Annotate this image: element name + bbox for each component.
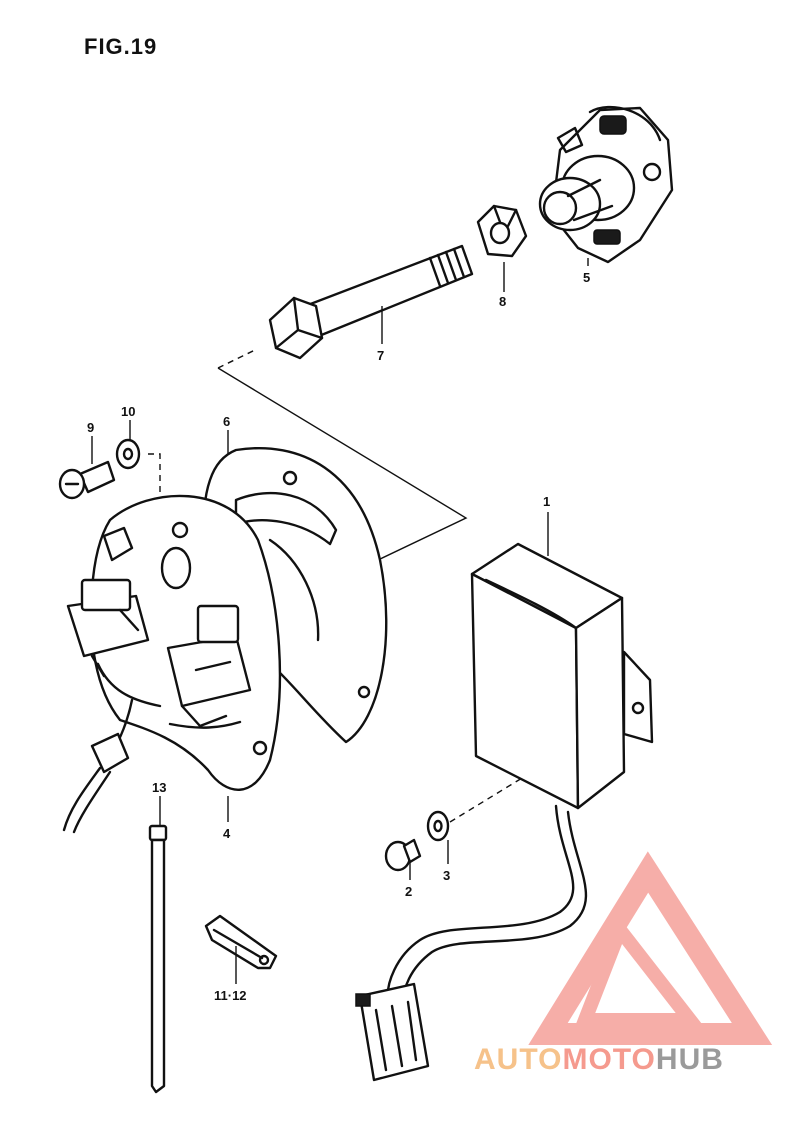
part-5-rotor-assembly [538, 105, 674, 264]
part-10-washer [115, 438, 141, 470]
figure-title: FIG.19 [84, 34, 158, 59]
callout-9: 9 [87, 420, 94, 435]
alignment-line [217, 367, 468, 561]
callout-7: 7 [377, 348, 384, 363]
watermark-logo-icon [528, 851, 773, 1045]
part-8-nut [476, 204, 528, 258]
callout-10: 10 [121, 404, 135, 419]
callout-3: 3 [443, 868, 450, 883]
part-13-cable-tie [148, 824, 168, 1094]
callout-13: 13 [152, 780, 166, 795]
part-2-screw [384, 838, 422, 872]
alignment-line [217, 349, 256, 369]
callout-11-12: 11·12 [214, 988, 247, 1003]
part-9-screw [58, 460, 116, 500]
part-6-plate [202, 446, 388, 744]
part-1-igniter-unit [355, 542, 654, 1082]
callout-5: 5 [583, 270, 590, 285]
watermark-auto: AUTO [474, 1043, 563, 1076]
callout-6: 6 [223, 414, 230, 429]
part-3-washer [426, 810, 450, 842]
part-7-bolt [268, 244, 474, 360]
watermark-moto: MOTO [562, 1043, 656, 1076]
part-11-12-clamp [204, 914, 278, 970]
watermark-hub: HUB [655, 1043, 724, 1076]
callout-4: 4 [223, 826, 231, 841]
watermark-text: AUTOMOTOHUB [474, 1043, 724, 1077]
part-4-base-plate [62, 494, 282, 834]
callout-2: 2 [405, 884, 412, 899]
callout-1: 1 [543, 494, 550, 509]
callout-8: 8 [499, 294, 506, 309]
